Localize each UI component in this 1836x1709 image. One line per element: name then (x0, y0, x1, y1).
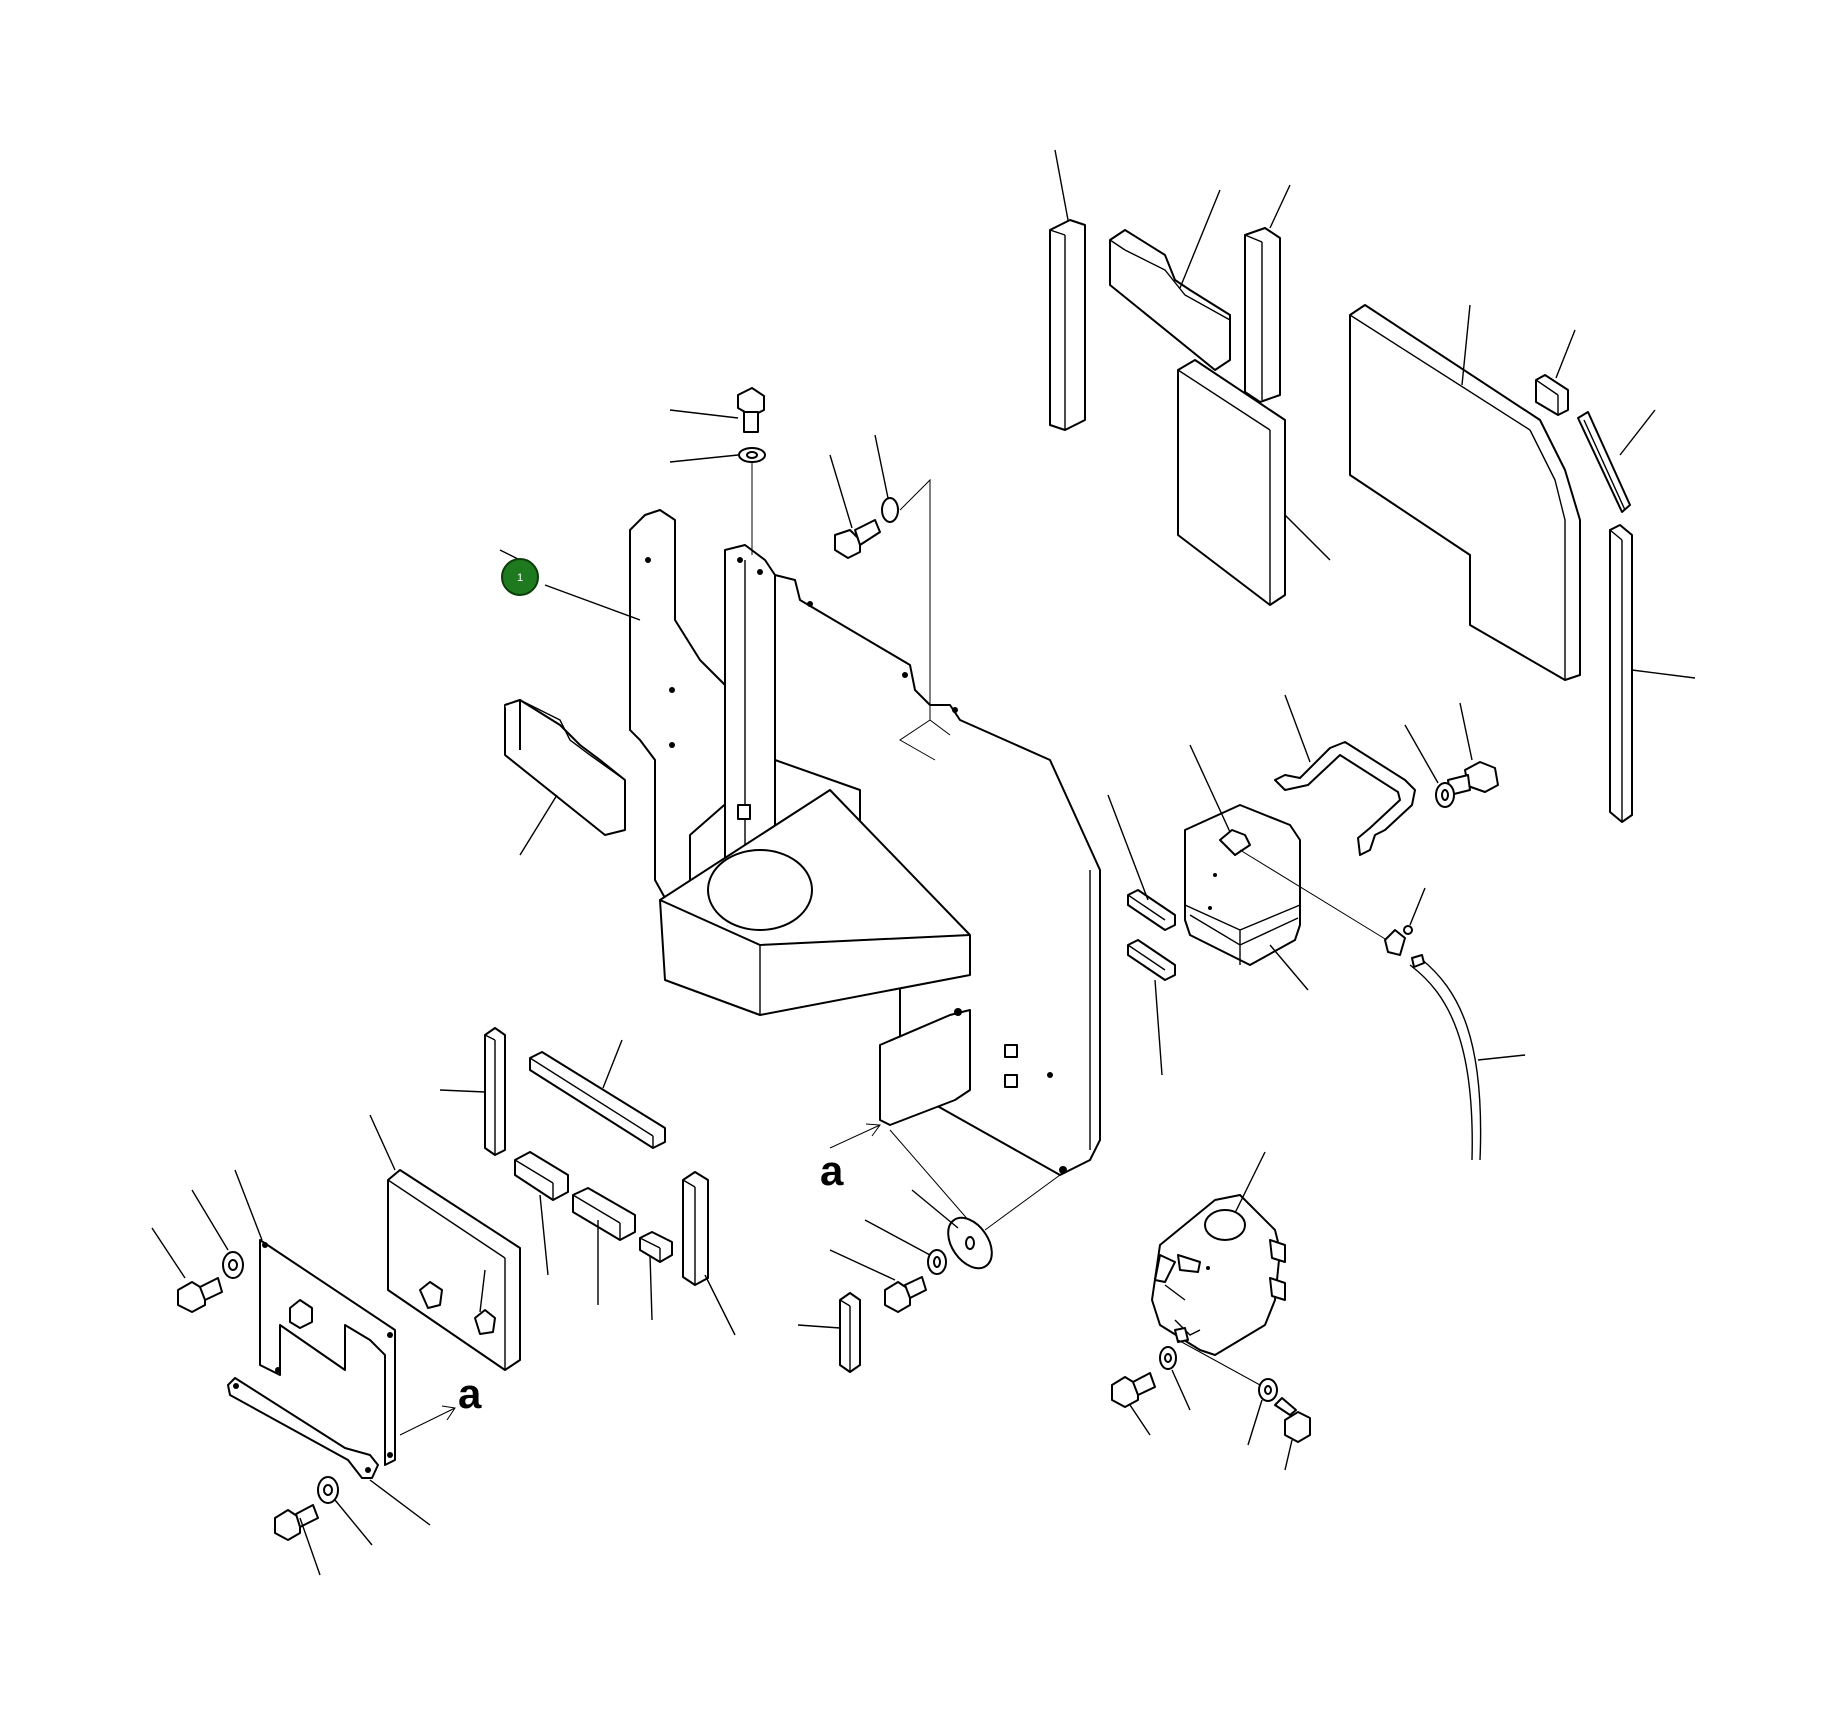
hex-bolt-icon (1284, 1411, 1311, 1443)
lower-right-bolt-group-1 (1111, 1346, 1191, 1436)
lower-bracket-plate[interactable] (234, 1169, 396, 1466)
foam-bar-diagonal[interactable] (529, 1039, 666, 1149)
hex-bolt-icon (884, 1281, 911, 1313)
foam-post-middle[interactable] (797, 1292, 861, 1373)
washer-icon (881, 497, 899, 523)
hose-clamp[interactable] (1384, 887, 1426, 956)
foam-post-right[interactable] (682, 1171, 736, 1336)
upper-middle-bolt-group (829, 434, 951, 761)
callout-circle[interactable] (501, 558, 539, 596)
hex-bolt-icon (274, 1509, 301, 1541)
foam-block-left[interactable] (504, 699, 626, 856)
hex-bolt-icon (737, 387, 765, 417)
foam-wedge[interactable] (639, 1231, 673, 1321)
upper-tank[interactable] (1184, 744, 1396, 991)
callout-badge[interactable]: 1 (499, 549, 641, 621)
lower-right-bolt-group-2 (1177, 1339, 1311, 1471)
lower-left-bolt-group-2 (274, 1476, 373, 1576)
view-label: a (820, 1147, 844, 1194)
lower-middle-bolt-group (829, 1219, 947, 1313)
foam-panel-with-holes[interactable] (369, 1114, 521, 1371)
view-arrow-a-upper: a (820, 1123, 991, 1246)
hex-bolt-icon (177, 1281, 206, 1313)
lower-tie-bar[interactable] (227, 1377, 431, 1526)
shim-plate-a[interactable] (1107, 794, 1176, 931)
foam-strip-c[interactable] (1244, 184, 1291, 403)
lower-left-bolt-group-1 (151, 1189, 244, 1313)
foam-strip-b[interactable] (1109, 189, 1231, 371)
foam-block-small-1[interactable] (514, 1151, 569, 1276)
view-label: a (458, 1370, 482, 1417)
shim-plate-b[interactable] (1127, 939, 1176, 1076)
foam-small-cube[interactable] (1535, 329, 1576, 416)
strap-bolt-group (1404, 702, 1499, 808)
foam-block-small-2[interactable] (572, 1187, 636, 1305)
hose[interactable] (1409, 954, 1526, 1161)
foam-pad-xlarge[interactable] (1349, 304, 1581, 681)
disc-washer[interactable] (911, 1174, 1061, 1276)
view-arrow-a-lower: a (399, 1370, 482, 1436)
foam-strip-a[interactable] (1049, 149, 1086, 431)
hex-bolt-icon (834, 529, 861, 559)
foam-thin-strip-diag[interactable] (1577, 409, 1656, 513)
top-bolt-group (669, 387, 766, 555)
tank-strap[interactable] (1274, 694, 1416, 856)
foam-thin-strip-vertical[interactable] (1609, 524, 1696, 823)
hex-bolt-icon (1111, 1376, 1139, 1408)
foam-post-left[interactable] (439, 1027, 506, 1156)
main-cover-assembly[interactable] (629, 509, 1101, 1176)
lower-tank[interactable] (1151, 1151, 1286, 1356)
callout-number: 1 (517, 572, 523, 584)
foam-pad-large[interactable] (1177, 359, 1331, 606)
